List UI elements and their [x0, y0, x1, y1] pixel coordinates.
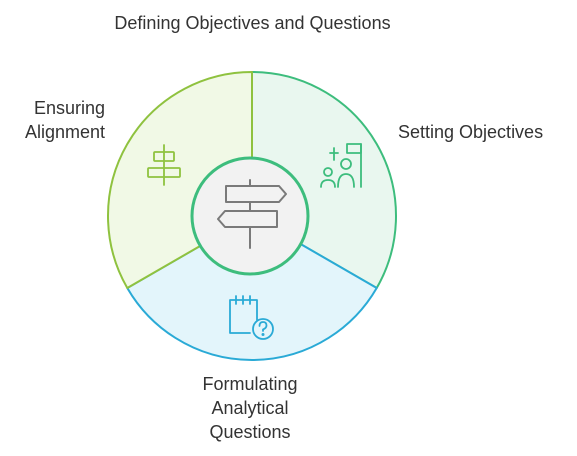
- label-ensuring-alignment: Ensuring Alignment: [8, 96, 105, 144]
- label-line: Alignment: [24, 122, 105, 142]
- flag-and-people-icon: [320, 143, 362, 188]
- label-formulating-questions: Formulating Analytical Questions: [150, 372, 350, 444]
- label-line: Analytical: [211, 398, 289, 418]
- label-line: Formulating: [202, 374, 298, 394]
- align-center-icon: [147, 144, 181, 186]
- label-line: Questions: [209, 422, 291, 442]
- calendar-question-icon: [229, 295, 274, 340]
- label-line: Setting Objectives: [398, 122, 544, 142]
- segment-formulating-questions: [126, 215, 378, 361]
- diagram-title: Defining Objectives and Questions: [114, 13, 391, 33]
- label-line: Ensuring: [33, 98, 105, 118]
- signpost-icon: [217, 179, 287, 249]
- label-setting-objectives: Setting Objectives: [398, 120, 543, 144]
